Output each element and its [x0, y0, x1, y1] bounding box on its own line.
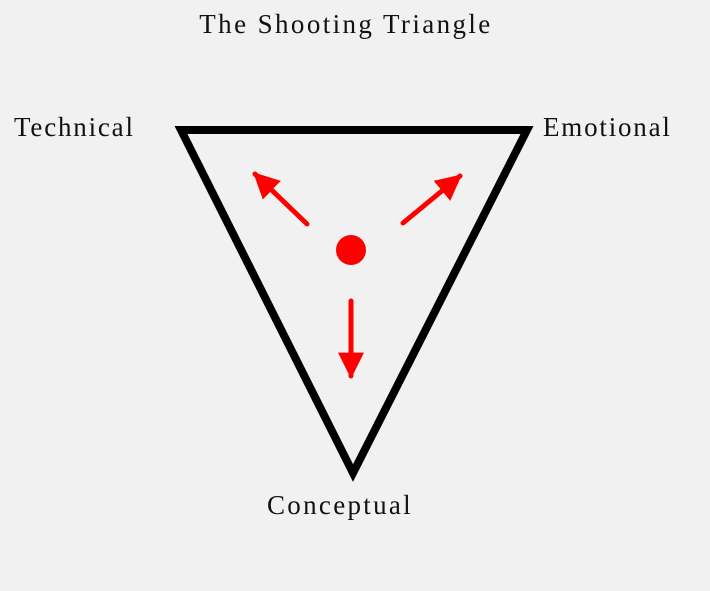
vertex-label-conceptual: Conceptual	[267, 490, 413, 520]
triangle-outline	[174, 126, 534, 482]
center-dot	[336, 235, 366, 265]
vertex-label-technical: Technical	[14, 112, 135, 142]
arrow-to-emotional	[400, 173, 463, 226]
vertex-label-emotional: Emotional	[543, 112, 672, 142]
diagram-title: The Shooting Triangle	[199, 9, 493, 39]
arrow-to-technical	[252, 171, 310, 227]
